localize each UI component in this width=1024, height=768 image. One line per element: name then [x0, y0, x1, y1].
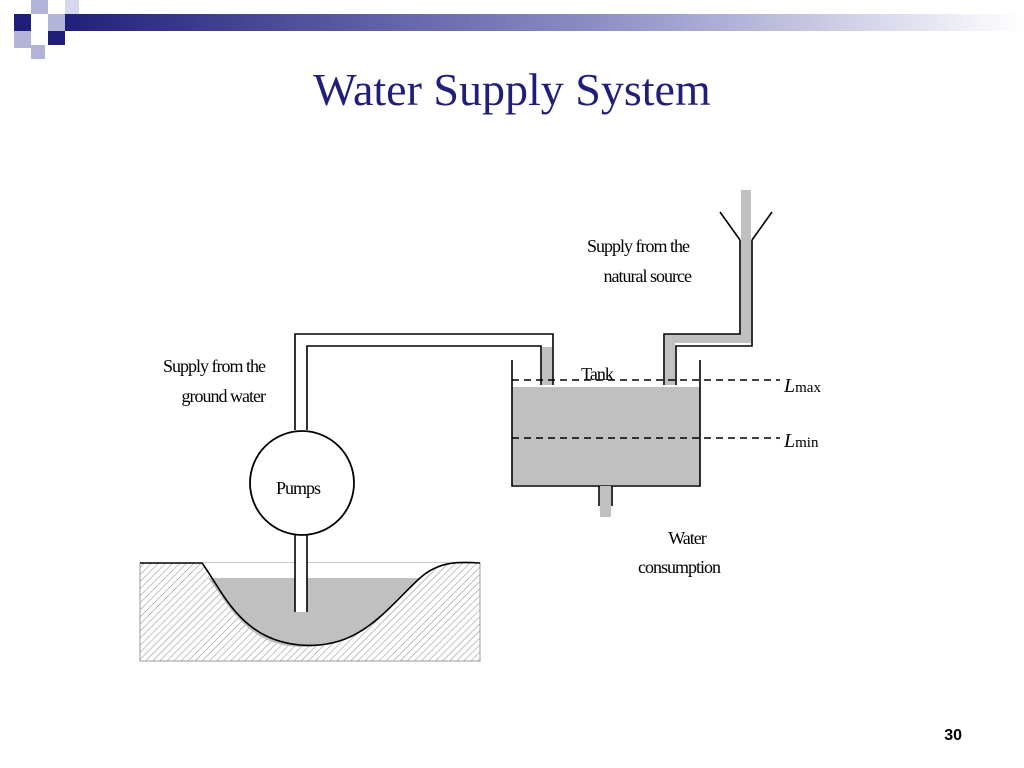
funnel-right [751, 211, 773, 241]
consumption-label-line1: Water [668, 528, 707, 548]
tank-outlet-water [600, 486, 611, 517]
lmin-letter: L [783, 430, 795, 452]
tank [511, 360, 780, 517]
lmin-label: Lmin [783, 430, 819, 452]
header-square [31, 14, 48, 31]
natural-source-label-line1: Supply from the [587, 236, 690, 256]
ground-water-fill [208, 578, 420, 648]
ground-pipe [294, 535, 308, 612]
pumps-label: Pumps [276, 478, 321, 498]
consumption-label-line2: consumption [638, 557, 721, 577]
natural-source-pipe [663, 190, 773, 385]
pipe-inlet-water [542, 347, 552, 385]
natural-pipe-water [741, 190, 751, 342]
pump-circle [249, 430, 355, 536]
pipe-inner [306, 345, 542, 430]
lmax-label: Lmax [783, 375, 821, 397]
header-square [31, 45, 45, 59]
natural-pipe-inlet-water [665, 334, 675, 385]
header-square [65, 0, 79, 14]
natural-pipe-inner [663, 240, 741, 385]
pump-to-tank-pipe [294, 333, 554, 430]
header-decoration [14, 0, 1024, 59]
header-gradient-bar [60, 14, 1024, 31]
pump: Pumps [249, 430, 355, 536]
lmin-subscript: min [795, 435, 819, 451]
natural-source-label-line2: natural source [604, 266, 692, 286]
ground-water-label-line1: Supply from the [163, 356, 266, 376]
funnel-left [719, 211, 741, 241]
lmax-letter: L [783, 375, 795, 397]
tank-water [512, 387, 700, 485]
slide-title: Water Supply System [313, 64, 711, 115]
natural-pipe-horizontal-water [673, 334, 751, 343]
lmax-subscript: max [795, 380, 821, 396]
header-square [31, 0, 48, 14]
header-square [48, 14, 65, 31]
ground-reservoir [139, 561, 481, 662]
page-number: 30 [944, 727, 962, 744]
ground-surface-line [140, 561, 481, 647]
ground-water-label-line2: ground water [182, 386, 266, 406]
well-pipe [295, 535, 307, 612]
pipe-outer [294, 333, 554, 430]
header-square [14, 31, 31, 48]
natural-pipe-outer [675, 240, 753, 385]
tank-label: Tank [581, 364, 614, 384]
header-square [14, 14, 31, 31]
header-square [48, 31, 65, 45]
